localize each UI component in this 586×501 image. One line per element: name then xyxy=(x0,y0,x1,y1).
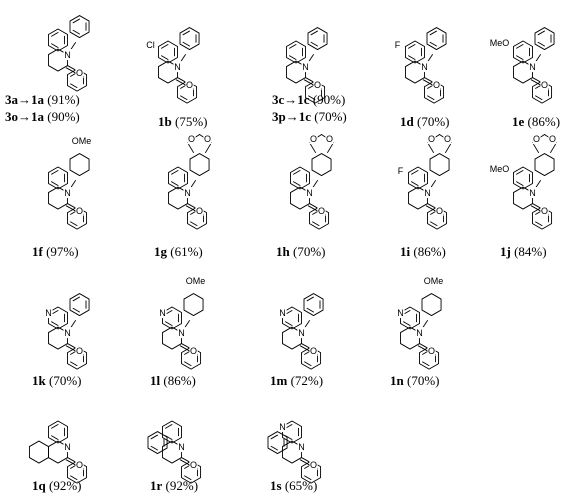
yield-label: 1d (70%) xyxy=(400,114,449,129)
substituent-meo: MeO xyxy=(490,38,510,48)
yield-label: 1k (70%) xyxy=(32,373,81,388)
yield-label: 3c→1c (90%) xyxy=(272,92,345,107)
yield-label: 1i (86%) xyxy=(400,244,446,259)
nitrogen-atom: N xyxy=(416,328,423,338)
yield-label: 1h (70%) xyxy=(276,244,325,259)
nitrogen-atom: N xyxy=(64,50,71,60)
oxygen-atom: O xyxy=(310,134,317,144)
compound-1d: F NO xyxy=(393,27,447,104)
yield-label: 3a→1a (91%) xyxy=(5,92,80,107)
nitrogen-atom: N xyxy=(174,62,181,72)
oxygen-atom: O xyxy=(533,134,540,144)
yield-label: 3p→1c (70%) xyxy=(272,109,347,124)
nitrogen-atom: N xyxy=(64,328,71,338)
yield-label: 3o→1a (90%) xyxy=(5,109,80,124)
yield-label: 1e (86%) xyxy=(512,114,560,129)
yield-label: 1l (86%) xyxy=(150,373,196,388)
yield-label: 1q (92%) xyxy=(32,478,81,493)
oxygen-atom: O xyxy=(541,206,548,216)
nitrogen-atom: N xyxy=(529,188,536,198)
nitrogen-atom: N xyxy=(178,442,185,452)
oxygen-atom: O xyxy=(310,346,317,356)
nitrogen-atom: N xyxy=(421,62,428,72)
oxygen-atom: O xyxy=(436,206,443,216)
oxygen-atom: O xyxy=(76,346,83,356)
oxygen-atom: O xyxy=(549,134,556,144)
oxygen-atom: O xyxy=(190,460,197,470)
substituent-f: F xyxy=(395,40,401,50)
yield-label: 1j (84%) xyxy=(500,244,547,259)
nitrogen-atom: N xyxy=(298,328,305,338)
nitrogen-atom: N xyxy=(306,188,313,198)
nitrogen-atom: N xyxy=(424,188,431,198)
substituent-ome: OMe xyxy=(186,276,206,286)
nitrogen-atom: N xyxy=(397,308,404,318)
oxygen-atom: O xyxy=(428,346,435,356)
yield-label: 1n (70%) xyxy=(390,373,439,388)
yield-label: 1s (65%) xyxy=(270,478,317,493)
oxygen-atom: O xyxy=(428,134,435,144)
oxygen-atom: O xyxy=(76,206,83,216)
oxygen-atom: O xyxy=(186,80,193,90)
compound-1m: NNO xyxy=(278,293,324,370)
nitrogen-atom: N xyxy=(159,308,166,318)
oxygen-atom: O xyxy=(76,460,83,470)
nitrogen-atom: N xyxy=(64,442,71,452)
nitrogen-atom: N xyxy=(184,188,191,198)
oxygen-atom: O xyxy=(444,134,451,144)
nitrogen-atom: N xyxy=(178,328,185,338)
nitrogen-atom: N xyxy=(529,62,536,72)
substituent-meo: MeO xyxy=(490,164,510,174)
yield-label: 1g (61%) xyxy=(154,244,203,259)
oxygen-atom: O xyxy=(190,346,197,356)
nitrogen-atom: N xyxy=(302,62,309,72)
compound-1e: MeO NO xyxy=(489,27,555,104)
yield-label: 1b (75%) xyxy=(158,114,207,129)
nitrogen-atom: N xyxy=(298,442,305,452)
oxygen-atom: O xyxy=(204,134,211,144)
nitrogen-atom: N xyxy=(279,308,286,318)
oxygen-atom: O xyxy=(76,68,83,78)
yield-label: 1m (72%) xyxy=(270,373,323,388)
oxygen-atom: O xyxy=(541,80,548,90)
oxygen-atom: O xyxy=(314,80,321,90)
compound-1c: NO xyxy=(286,27,328,104)
compound-1k: NNO xyxy=(44,293,90,370)
yield-label: 1r (92%) xyxy=(150,478,198,493)
oxygen-atom: O xyxy=(318,206,325,216)
oxygen-atom: O xyxy=(196,206,203,216)
substituent-f: F xyxy=(398,166,404,176)
oxygen-atom: O xyxy=(433,80,440,90)
substituent-ome: OMe xyxy=(424,276,444,286)
yield-label: 1f (97%) xyxy=(32,244,79,259)
compound-1s: NNO xyxy=(267,420,322,484)
nitrogen-atom: N xyxy=(45,308,52,318)
substituent-cl: Cl xyxy=(146,40,155,50)
compound-1q: NO xyxy=(28,420,88,484)
oxygen-atom: O xyxy=(188,134,195,144)
substituent-ome: OMe xyxy=(72,136,92,146)
compound-1a: NO xyxy=(48,15,90,92)
nitrogen-atom: N xyxy=(64,188,71,198)
oxygen-atom: O xyxy=(310,460,317,470)
compound-1r: NO xyxy=(147,420,202,484)
oxygen-atom: O xyxy=(326,134,333,144)
nitrogen-atom: N xyxy=(279,422,286,432)
